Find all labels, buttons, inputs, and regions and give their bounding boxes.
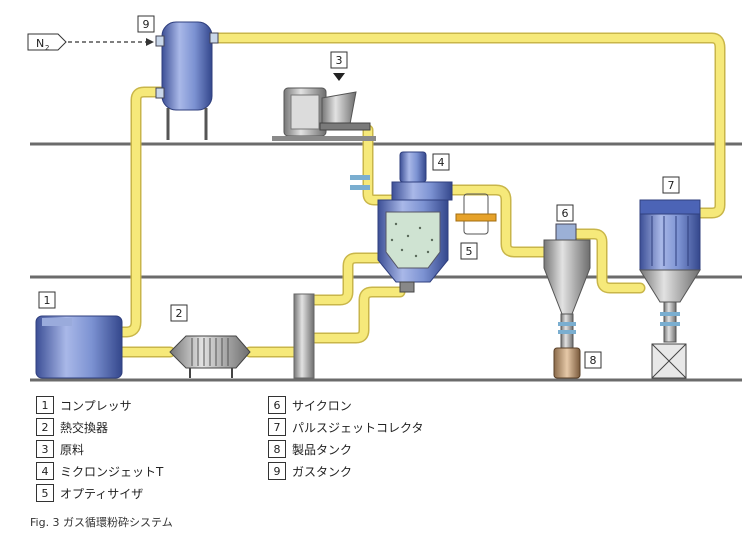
tag-6: 6 <box>556 204 574 222</box>
legend-number: 1 <box>36 396 54 414</box>
legend-item: 7 パルスジェットコレクタ <box>268 418 424 436</box>
nitrogen-inlet: N 2 <box>27 33 154 52</box>
legend-label: ガスタンク <box>292 464 353 479</box>
legend-number: 4 <box>36 462 54 480</box>
legend-number: 6 <box>268 396 286 414</box>
legend-item: 5 オプティサイザ <box>36 484 163 502</box>
pipes <box>114 32 726 358</box>
gas-subscript: 2 <box>45 44 49 52</box>
tag-4: 4 <box>432 153 450 171</box>
legend-label: 製品タンク <box>292 442 353 457</box>
tag-9: 9 <box>137 15 155 33</box>
svg-text:5: 5 <box>466 245 473 258</box>
number-tags: 1 2 3 4 5 6 7 8 9 <box>38 15 680 369</box>
process-diagram: N 2 <box>27 15 742 382</box>
tag-7: 7 <box>662 176 680 194</box>
legend-item: 9 ガスタンク <box>268 462 424 480</box>
tag-2: 2 <box>170 304 188 322</box>
compressor <box>35 315 123 379</box>
legend-item: 4 ミクロンジェットT <box>36 462 163 480</box>
svg-text:1: 1 <box>44 294 51 307</box>
legend-number: 5 <box>36 484 54 502</box>
legend-number: 8 <box>268 440 286 458</box>
svg-text:8: 8 <box>590 354 597 367</box>
gas-label: N <box>36 37 44 50</box>
legend-item: 6 サイクロン <box>268 396 424 414</box>
svg-text:4: 4 <box>438 156 445 169</box>
legend-label: オプティサイザ <box>60 486 144 501</box>
tag-8: 8 <box>584 351 602 369</box>
legend-label: パルスジェットコレクタ <box>292 420 424 435</box>
svg-text:2: 2 <box>176 307 183 320</box>
micron-jet-mill <box>350 151 453 293</box>
tag-3: 3 <box>330 51 348 69</box>
legend-label: コンプレッサ <box>60 398 132 413</box>
legend-label: 熱交換器 <box>60 420 109 435</box>
legend-left: 1 コンプレッサ 2 熱交換器 3 原料 4 ミクロンジェットT 5 オプティサイザ <box>36 396 163 506</box>
tag-1: 1 <box>38 291 56 309</box>
raw-material-feeder <box>272 73 376 141</box>
legend-label: サイクロン <box>292 398 352 413</box>
svg-text:7: 7 <box>668 179 675 192</box>
feed-arrow-icon <box>333 73 345 81</box>
optisizer <box>455 193 497 235</box>
legend-number: 3 <box>36 440 54 458</box>
gas-tank <box>155 21 219 140</box>
legend-right: 6 サイクロン 7 パルスジェットコレクタ 8 製品タンク 9 ガスタンク <box>268 396 424 484</box>
floor-lines <box>30 142 742 382</box>
legend-item: 8 製品タンク <box>268 440 424 458</box>
legend-label: ミクロンジェットT <box>60 464 164 479</box>
gas-inlet-arrow-icon <box>27 33 67 51</box>
legend-item: 2 熱交換器 <box>36 418 163 436</box>
flow-arrow-icon <box>146 38 154 46</box>
product-tank <box>553 347 581 379</box>
bypass-column <box>293 293 315 379</box>
legend-number: 9 <box>268 462 286 480</box>
tag-5: 5 <box>460 242 478 260</box>
svg-text:6: 6 <box>562 207 569 220</box>
figure-caption: Fig. 3 ガス循環粉砕システム <box>30 516 173 529</box>
svg-text:3: 3 <box>336 54 343 67</box>
pulse-jet-collector <box>639 199 701 379</box>
legend-number: 2 <box>36 418 54 436</box>
legend-item: 3 原料 <box>36 440 163 458</box>
legend-label: 原料 <box>60 442 85 457</box>
legend-number: 7 <box>268 418 286 436</box>
svg-text:9: 9 <box>143 18 150 31</box>
legend-item: 1 コンプレッサ <box>36 396 163 414</box>
heat-exchanger <box>169 335 251 378</box>
cyclone <box>543 223 591 349</box>
